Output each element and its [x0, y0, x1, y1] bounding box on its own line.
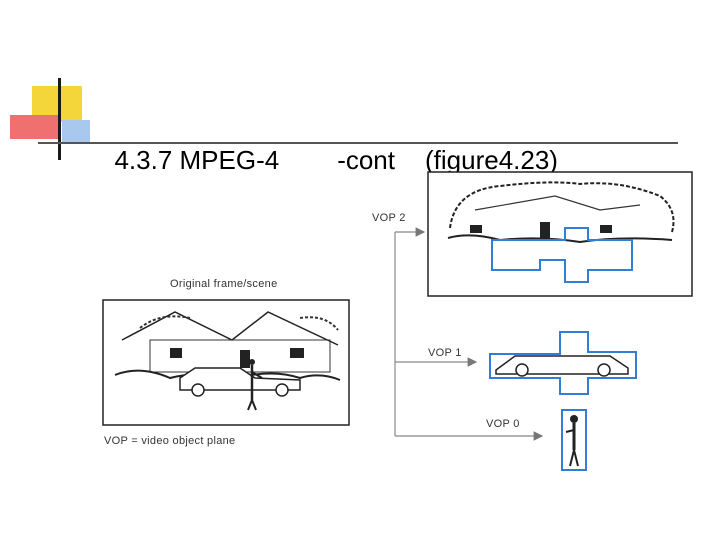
vop2-label: VOP 2	[372, 212, 406, 224]
vop-caption: VOP = video object plane	[104, 435, 236, 447]
logo-blue-square	[62, 120, 90, 142]
logo-horizontal-line	[38, 142, 678, 144]
original-frame	[102, 299, 350, 426]
vop2-background-plane	[427, 171, 693, 297]
original-frame-label: Original frame/scene	[170, 278, 278, 290]
logo-vertical-line	[58, 78, 61, 160]
vop0-label: VOP 0	[486, 418, 520, 430]
vop-connectors	[394, 227, 544, 441]
vop1-car-plane	[489, 331, 637, 395]
slide-title: 4.3.7 MPEG-4 -cont (figure4.23)	[100, 100, 558, 175]
title-figure-ref: (figure4.23)	[425, 145, 558, 175]
title-main: 4.3.7 MPEG-4	[114, 145, 280, 175]
logo-red-square	[10, 115, 58, 139]
title-suffix: -cont	[337, 145, 395, 175]
vop0-person-plane	[561, 409, 587, 471]
vop1-label: VOP 1	[428, 347, 462, 359]
